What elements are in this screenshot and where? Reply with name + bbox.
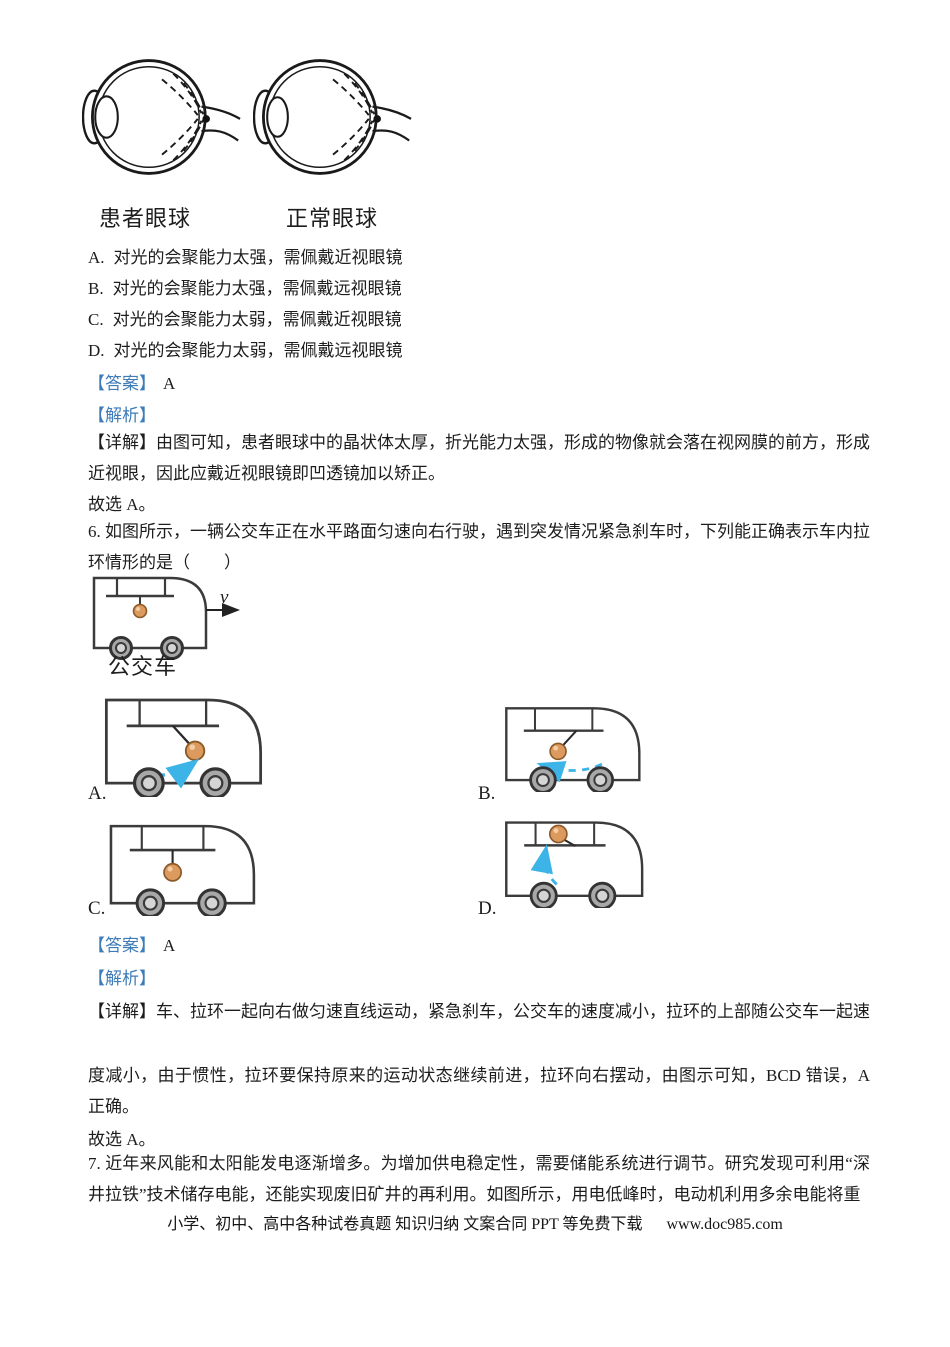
page-footer: 小学、初中、高中各种试卷真题 知识归纳 文案合同 PPT 等免费下载 www.d…: [0, 1210, 950, 1234]
light-ray-streaks: [161, 73, 205, 161]
q7-stem: 7. 近年来风能和太阳能发电逐渐增多。为增加供电稳定性，需要储能系统进行调节。研…: [88, 1154, 870, 1204]
swing-arrow-left: [536, 761, 603, 783]
q6-answer-line: 【答案】 A: [88, 930, 175, 961]
normal-eye-figure: [253, 59, 412, 175]
bus-wheel: [529, 766, 557, 792]
q5-conclusion: 故选 A。: [88, 495, 156, 514]
bus-option-b-label: B.: [478, 783, 496, 804]
eye-lens: [94, 95, 119, 139]
focal-point-dot: [202, 115, 210, 123]
option-text: 对光的会聚能力太弱，需佩戴远视眼镜: [113, 341, 403, 360]
q5-answer-line: 【答案】 A: [88, 368, 175, 399]
bus-wheel: [199, 767, 232, 797]
answer-label: 【答案】: [88, 374, 156, 393]
bus-wheel: [135, 888, 166, 916]
bus-wheel: [586, 766, 615, 792]
q5-option-c: C. 对光的会聚能力太弱，需佩戴近视眼镜: [88, 304, 403, 335]
ball-highlight: [553, 745, 559, 751]
q5-detail: 【详解】由图可知，患者眼球中的晶状体太厚，折光能力太强，形成的物像就会落在视网膜…: [88, 427, 870, 489]
q5-option-b: B. 对光的会聚能力太强，需佩戴远视眼镜: [88, 273, 403, 304]
patient-eye-figure: [82, 59, 241, 175]
option-letter: B.: [88, 279, 104, 298]
option-letter: C.: [88, 310, 104, 329]
bus-option-a-label: A.: [88, 783, 107, 804]
ball-highlight: [136, 607, 140, 611]
hanging-ring-ball: [132, 603, 148, 619]
detail-label: 【详解】: [88, 433, 156, 452]
q5-analysis-label: 【解析】: [88, 406, 156, 425]
option-letter: A.: [88, 248, 105, 267]
ball-highlight: [189, 744, 196, 750]
optic-nerve: [201, 105, 241, 142]
eye-lens: [266, 96, 289, 138]
velocity-label: v: [220, 587, 229, 608]
bus-option-a-figure: [104, 698, 263, 797]
hanging-ring-ball: [184, 740, 206, 761]
q6-analysis-label: 【解析】: [88, 969, 156, 988]
focal-point-dot: [373, 115, 381, 123]
detail-text: 由图可知，患者眼球中的晶状体太厚，折光能力太强，形成的物像就会落在视网膜的前方，…: [88, 433, 870, 483]
bus-wheel: [197, 888, 227, 916]
bus-wheel: [132, 767, 165, 797]
detail-text: 车、拉环一起向右做匀速直线运动，紧急刹车，公交车的速度减小，拉环的上部随公交车一…: [156, 1002, 870, 1021]
bus-wheel: [529, 881, 558, 908]
footer-text: 小学、初中、高中各种试卷真题 知识归纳 文案合同 PPT 等免费下载: [167, 1216, 643, 1233]
question-bus-figure: v: [92, 576, 240, 660]
bus-option-b-figure: [505, 707, 641, 792]
bus-wheel: [588, 881, 617, 908]
q5-option-a: A. 对光的会聚能力太强，需佩戴近视眼镜: [88, 242, 403, 273]
option-text: 对光的会聚能力太强，需佩戴近视眼镜: [113, 248, 403, 267]
bus-option-c-figure: [109, 824, 256, 916]
q5-option-d: D. 对光的会聚能力太弱，需佩戴远视眼镜: [88, 335, 403, 366]
light-ray-streaks: [332, 73, 376, 161]
answer-value: A: [163, 936, 176, 955]
q6-detail-part1: 【详解】车、拉环一起向右做匀速直线运动，紧急刹车，公交车的速度减小，拉环的上部随…: [88, 996, 870, 1027]
swing-arrow-up: [530, 844, 558, 886]
hanging-ring-ball: [549, 742, 567, 761]
answer-label: 【答案】: [88, 936, 156, 955]
hanging-ring-ball: [163, 862, 183, 882]
normal-eye-caption: 正常眼球: [286, 206, 379, 231]
bus-wheel: [160, 636, 184, 660]
ball-highlight: [167, 866, 173, 872]
option-text: 对光的会聚能力太强，需佩戴远视眼镜: [112, 279, 402, 298]
ball-highlight: [553, 828, 559, 834]
patient-eye-caption: 患者眼球: [99, 206, 192, 231]
bus-wheel: [109, 636, 133, 660]
option-text: 对光的会聚能力太弱，需佩戴近视眼镜: [112, 310, 402, 329]
bus-option-d-label: D.: [478, 898, 497, 919]
option-letter: D.: [88, 341, 105, 360]
detail-label: 【详解】: [88, 1002, 156, 1021]
q6-stem: 6. 如图所示，一辆公交车正在水平路面匀速向右行驶，遇到突发情况紧急刹车时，下列…: [88, 522, 870, 572]
footer-url: www.doc985.com: [666, 1216, 783, 1233]
q5-options: A.对光的会聚能力太强，需佩戴近视眼镜 B.对光的会聚能力太强，需佩戴远视眼镜 …: [88, 242, 403, 366]
bus-option-c-label: C.: [88, 898, 106, 919]
bus-figure-caption: 公交车: [108, 654, 178, 679]
answer-value: A: [163, 374, 176, 393]
q6-conclusion: 故选 A。: [88, 1130, 156, 1149]
q6-detail-part2: 度减小，由于惯性，拉环要保持原来的运动状态继续前进，拉环向右摆动，由图示可知，B…: [88, 1066, 870, 1116]
bus-option-d-figure: [505, 821, 644, 908]
optic-nerve: [372, 105, 412, 142]
ring-string: [563, 838, 576, 848]
hanging-ring-ball: [548, 824, 568, 844]
